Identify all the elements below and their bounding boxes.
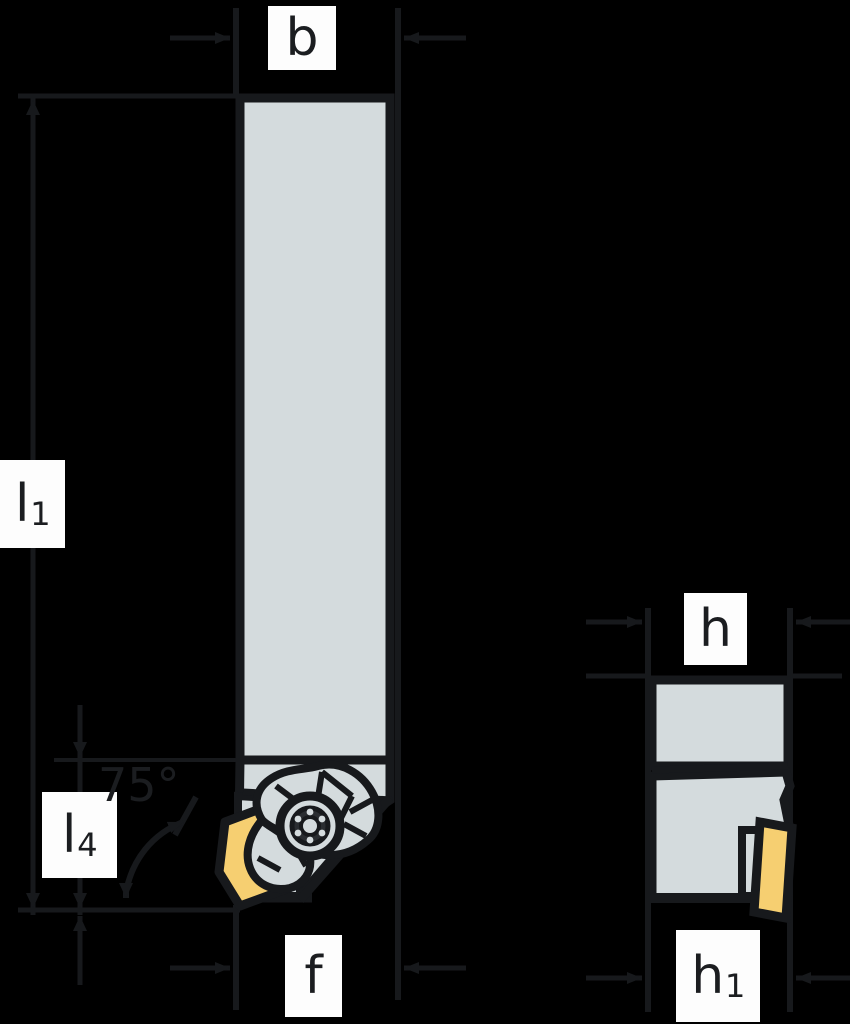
dimension-label-l4-sub: 4 xyxy=(77,825,98,864)
angle-label-75: 75° xyxy=(98,758,180,812)
angle-leader-75 xyxy=(119,795,199,898)
dimension-label-l4-text: l xyxy=(62,805,77,865)
dimension-label-l1-text: l xyxy=(15,474,30,534)
dimension-label-h1-sub: 1 xyxy=(724,966,746,1005)
dimension-label-b-text: b xyxy=(285,8,319,68)
side-view-carbide-insert xyxy=(749,816,797,924)
dimension-label-f: f xyxy=(285,935,342,1017)
dimension-label-b: b xyxy=(268,6,336,70)
dimension-label-h-text: h xyxy=(699,599,732,659)
dimension-label-h: h xyxy=(684,593,747,665)
dimension-label-f-text: f xyxy=(304,946,323,1006)
side-view-dimension-arrows xyxy=(586,616,850,984)
dimension-label-h1-text: h xyxy=(691,946,725,1006)
angle-label-75-text: 75° xyxy=(98,758,180,812)
front-view-clamp-assembly xyxy=(243,760,383,893)
dimension-label-l1-sub: 1 xyxy=(30,494,51,533)
